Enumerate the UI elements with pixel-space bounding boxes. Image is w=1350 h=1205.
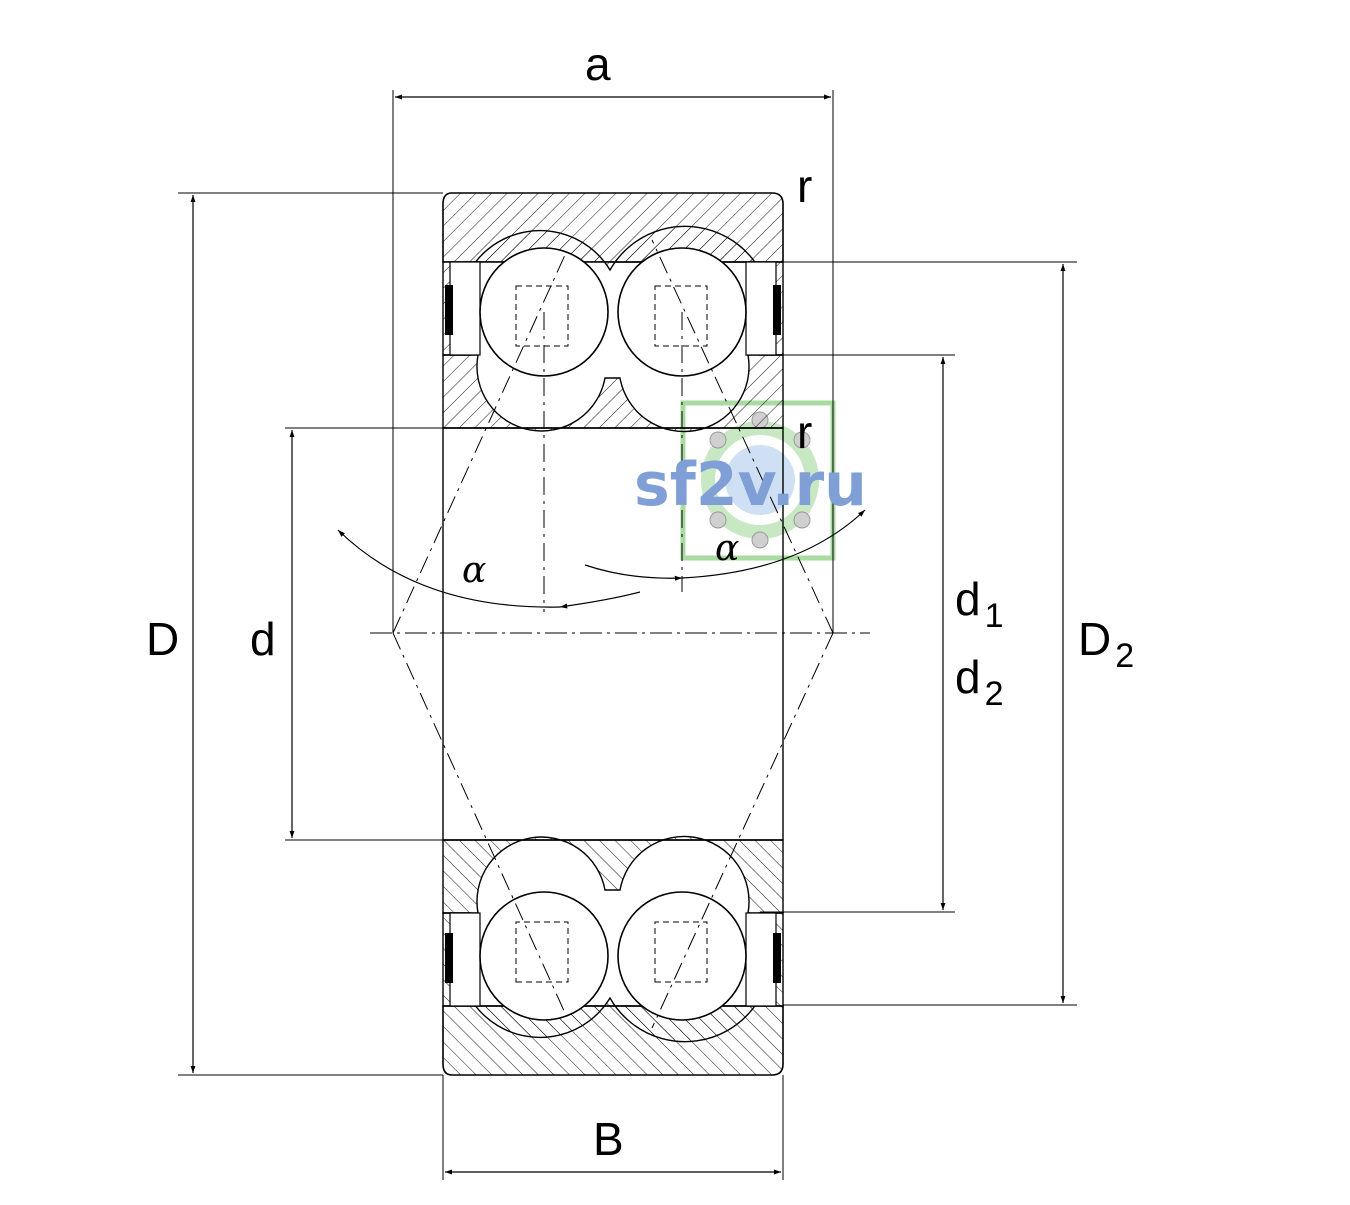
angle-arcs <box>337 509 866 609</box>
label-B: B <box>593 1113 624 1165</box>
extension-lines <box>178 90 1077 1180</box>
inner-ring-top <box>442 354 784 433</box>
dimension-lines <box>190 94 1066 1175</box>
contact-lines <box>392 239 834 1029</box>
label-alpha-left: α <box>462 550 486 591</box>
label-D: D <box>146 613 179 665</box>
label-a: a <box>585 38 611 90</box>
label-r-inner: r <box>797 406 812 458</box>
label-alpha-right: α <box>715 528 739 569</box>
label-r-top: r <box>797 160 812 212</box>
label-d: d <box>250 613 276 665</box>
watermark-text: sf2v.ru <box>634 450 867 520</box>
